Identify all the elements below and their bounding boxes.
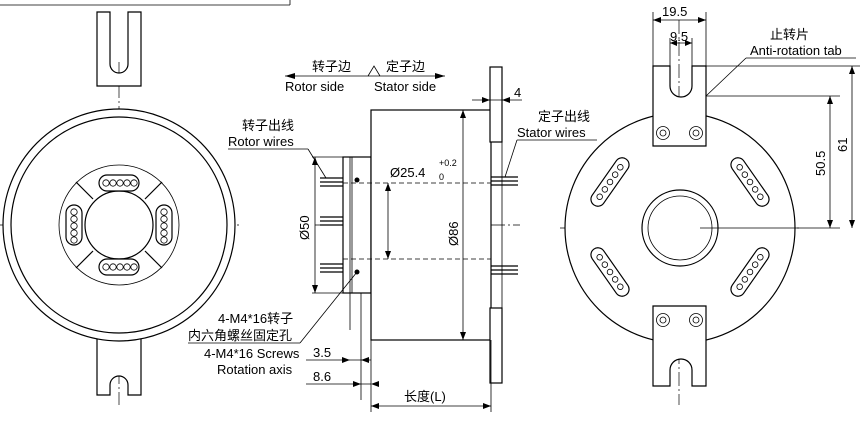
rotor-side-label: Rotor side xyxy=(285,79,344,94)
bore-tolerance-upper: +0.2 xyxy=(439,158,457,168)
stator-wires-cn-label: 定子出线 xyxy=(538,109,590,124)
wire-bundle-top xyxy=(98,174,140,192)
stator-side-view: 19.5 9.5 止转片 Anti-rotation tab 50.5 61 xyxy=(560,4,860,405)
rotor-diameter-dim: Ø50 xyxy=(297,215,312,240)
rotor-side-view xyxy=(0,11,240,405)
rotor-wires-cn-label: 转子出线 xyxy=(242,118,294,133)
rotor-wires-label: Rotor wires xyxy=(228,134,294,149)
tab-height-outer-dim: 61 xyxy=(835,138,850,152)
top-tab xyxy=(96,11,142,87)
anti-rotation-tab-label: Anti-rotation tab xyxy=(750,43,842,58)
stator-flange-top xyxy=(489,66,503,143)
wire-bundle-right xyxy=(155,204,173,246)
wire-bundle-left xyxy=(65,204,83,246)
stator-wire-exit-tr xyxy=(730,157,770,207)
anti-rotation-tab-cn-label: 止转片 xyxy=(770,27,809,42)
housing-body xyxy=(370,109,492,341)
bore-diameter-dim: Ø25.4 xyxy=(390,165,425,180)
offset-small-dim: 3.5 xyxy=(313,345,331,360)
length-dim: 长度(L) xyxy=(404,389,446,404)
tab-slot-dim: 9.5 xyxy=(670,29,688,44)
tab-height-inner-dim: 50.5 xyxy=(813,151,828,176)
stator-wire-exit-bl xyxy=(590,247,630,297)
stator-wire-exit-br xyxy=(730,247,770,297)
body-diameter-dim: Ø86 xyxy=(446,221,461,246)
offset-axis-dim: 8.6 xyxy=(313,369,331,384)
anti-rotation-tab-top xyxy=(652,65,707,147)
screws-cn-label-2: 内六角螺丝固定孔 xyxy=(188,328,292,343)
screws-cn-label-1: 4-M4*16转子 xyxy=(218,311,293,326)
stator-side-label: Stator side xyxy=(374,79,436,94)
rotor-side-cn-label: 转子边 xyxy=(312,59,351,74)
screws-label: 4-M4*16 Screws xyxy=(204,346,300,361)
bottom-tab xyxy=(96,337,142,396)
rotation-axis-label: Rotation axis xyxy=(217,362,293,377)
side-view: 转子边 定子边 Rotor side Stator side xyxy=(188,59,597,412)
stator-wire-exit-tl xyxy=(590,157,630,207)
flange-thickness-dim: 4 xyxy=(514,85,521,100)
stator-wires xyxy=(491,176,518,275)
rotor-bore xyxy=(84,190,154,260)
stator-wires-label: Stator wires xyxy=(517,125,586,140)
bore-tolerance-lower: 0 xyxy=(439,172,444,182)
wire-bundle-bottom xyxy=(98,258,140,276)
stator-flange-bottom xyxy=(489,307,503,384)
rotor-wires xyxy=(320,177,343,273)
stator-side-cn-label: 定子边 xyxy=(386,59,425,74)
tab-width-dim: 19.5 xyxy=(662,4,687,19)
